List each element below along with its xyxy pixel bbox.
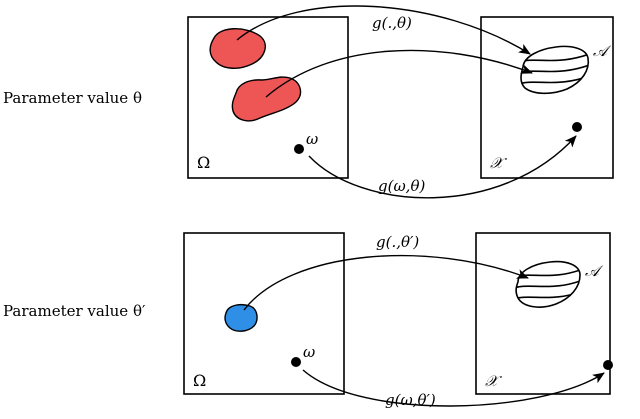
omega-point: [294, 144, 304, 154]
row-theta-prime: Parameter value θ′ Ω ω 𝒳 𝒜 g(.,θ′: [3, 232, 613, 409]
set-map-label: g(.,θ): [372, 14, 412, 32]
theta-prime-region: [224, 304, 258, 332]
set-map-arrow-1: [236, 5, 531, 55]
row-label-theta-prime: Parameter value θ′: [3, 302, 146, 320]
row-theta: Parameter value θ Ω ω 𝒳 𝒜: [3, 5, 614, 199]
x-space-box: [475, 232, 611, 395]
omega-space-box: [183, 232, 345, 395]
point-map-label: g(ω,θ): [378, 177, 425, 195]
set-a-region: [515, 260, 581, 308]
image-point: [603, 360, 613, 370]
omega-point-label: ω: [306, 130, 318, 148]
x-space-label: 𝒳: [490, 154, 507, 172]
point-map-arrow: [308, 135, 577, 199]
omega-point: [291, 357, 301, 367]
omega-space-label: Ω: [197, 153, 210, 172]
omega-space-box: [187, 16, 349, 179]
set-map-arrow-2: [265, 49, 533, 98]
point-map-label: g(ω,θ′): [385, 391, 436, 409]
x-space-box: [480, 16, 614, 179]
set-map-arrow: [243, 254, 529, 311]
set-map-label: g(.,θ′): [376, 233, 419, 251]
point-map-arrow: [302, 369, 605, 407]
omega-point-label: ω: [303, 343, 315, 361]
theta-region-1: [209, 28, 266, 69]
row-label-theta: Parameter value θ: [3, 89, 142, 107]
omega-space-label: Ω: [193, 371, 206, 390]
x-space-label: 𝒳: [485, 372, 502, 390]
image-point: [572, 122, 582, 132]
theta-region-2: [231, 76, 302, 122]
set-a-label: 𝒜: [593, 42, 612, 60]
set-a-label: 𝒜: [585, 262, 604, 280]
